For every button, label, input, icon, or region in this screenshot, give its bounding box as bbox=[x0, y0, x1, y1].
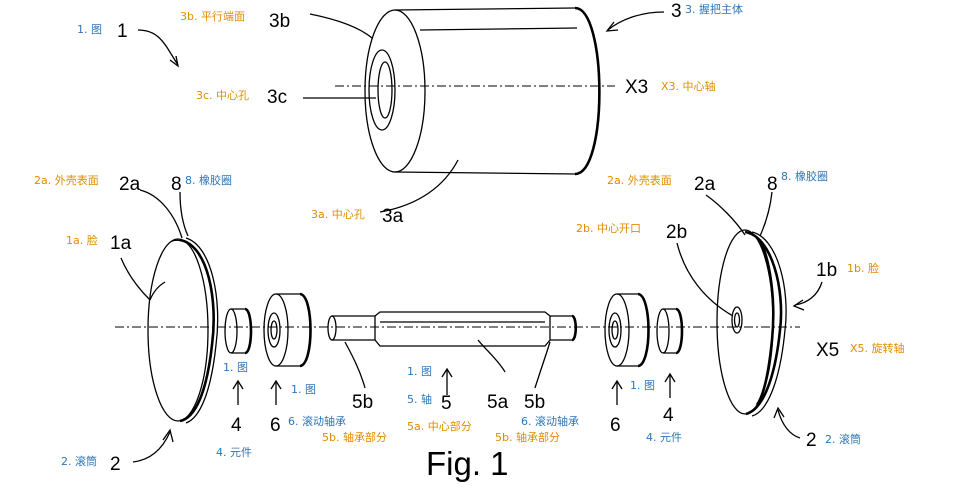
annotation-3a: 3a. 中心孔 bbox=[311, 208, 365, 221]
numeral-5a: 5a bbox=[487, 392, 509, 413]
annotation-2a-left: 2a. 外壳表面 bbox=[34, 173, 99, 187]
annotation-fig-4-left: 1. 图 bbox=[223, 361, 248, 374]
shaft bbox=[327, 311, 578, 347]
right-bearing bbox=[604, 292, 650, 368]
left-roller bbox=[147, 237, 219, 424]
numeral-2a-right: 2a bbox=[694, 174, 716, 195]
annotation-2-left: 2. 滚筒 bbox=[61, 454, 97, 468]
numeral-4-right: 4 bbox=[663, 405, 674, 426]
numeral-3a: 3a bbox=[382, 206, 404, 227]
annotation-8-right: 8. 橡胶圈 bbox=[781, 169, 828, 183]
annotation-fig-6-left: 1. 图 bbox=[291, 383, 316, 396]
annotation-5: 5. 轴 bbox=[407, 392, 432, 406]
right-roller bbox=[716, 229, 787, 417]
annotation-2-right: 2. 滚筒 bbox=[825, 432, 861, 446]
left-element bbox=[224, 307, 253, 355]
annotation-8-left: 8. 橡胶圈 bbox=[185, 173, 232, 187]
numeral-5: 5 bbox=[441, 393, 452, 414]
annotations: 1. 图 3b. 平行端面 3. 握把主体 3c. 中心孔 X3. 中心轴 3a… bbox=[34, 2, 905, 468]
numeral-x3: X3 bbox=[625, 77, 648, 98]
numeral-4-left: 4 bbox=[231, 415, 242, 436]
grip-body bbox=[364, 6, 601, 176]
numeral-8-right: 8 bbox=[767, 174, 778, 195]
numeral-6-left: 6 bbox=[270, 415, 281, 436]
leader-lines bbox=[120, 11, 823, 463]
annotation-2b: 2b. 中心开口 bbox=[576, 222, 641, 235]
annotation-5b-right: 5b. 轴承部分 bbox=[495, 430, 560, 444]
annotation-6-left: 6. 滚动轴承 bbox=[288, 414, 346, 428]
numeral-3b: 3b bbox=[269, 11, 290, 32]
annotation-1a: 1a. 脸 bbox=[66, 233, 98, 247]
numeral-2-left: 2 bbox=[110, 454, 121, 475]
figure-caption: Fig. 1 bbox=[426, 445, 509, 482]
annotation-6-right: 6. 滚动轴承 bbox=[521, 414, 579, 428]
annotation-3: 3. 握把主体 bbox=[685, 2, 743, 16]
annotation-x5: X5. 旋转轴 bbox=[850, 341, 905, 355]
numeral-3: 3 bbox=[671, 1, 682, 22]
annotation-5a: 5a. 中心部分 bbox=[407, 419, 472, 433]
numeral-5b-right: 5b bbox=[524, 392, 545, 413]
numeral-1: 1 bbox=[117, 21, 128, 42]
left-bearing bbox=[263, 292, 312, 368]
annotation-3c: 3c. 中心孔 bbox=[196, 89, 249, 102]
annotation-x3: X3. 中心轴 bbox=[661, 79, 716, 93]
numeral-2b: 2b bbox=[666, 222, 687, 243]
annotation-fig-1: 1. 图 bbox=[77, 23, 102, 36]
numeral-3c: 3c bbox=[267, 87, 287, 108]
annotation-fig-5: 1. 图 bbox=[407, 365, 432, 378]
numeral-8-left: 8 bbox=[171, 174, 182, 195]
right-element bbox=[656, 307, 684, 355]
numeral-2-right: 2 bbox=[806, 430, 817, 451]
numeral-1b: 1b bbox=[816, 260, 837, 281]
numeral-5b-left: 5b bbox=[352, 392, 373, 413]
annotation-4-left: 4. 元件 bbox=[216, 446, 252, 459]
annotation-1b: 1b. 脸 bbox=[847, 261, 879, 275]
annotation-3b: 3b. 平行端面 bbox=[180, 10, 245, 23]
numeral-6-right: 6 bbox=[610, 415, 621, 436]
reference-numerals: 1 3b 3 3c X3 3a 2a 8 1a 2a 8 2b 1b X5 4 … bbox=[110, 1, 839, 475]
numeral-x5: X5 bbox=[816, 340, 839, 361]
numeral-1a: 1a bbox=[110, 233, 132, 254]
numeral-2a-left: 2a bbox=[119, 174, 141, 195]
annotation-fig-6-right: 1. 图 bbox=[630, 379, 655, 392]
annotation-4-right: 4. 元件 bbox=[646, 431, 682, 444]
annotation-5b-left: 5b. 轴承部分 bbox=[322, 430, 387, 444]
annotation-2a-right: 2a. 外壳表面 bbox=[607, 173, 672, 187]
